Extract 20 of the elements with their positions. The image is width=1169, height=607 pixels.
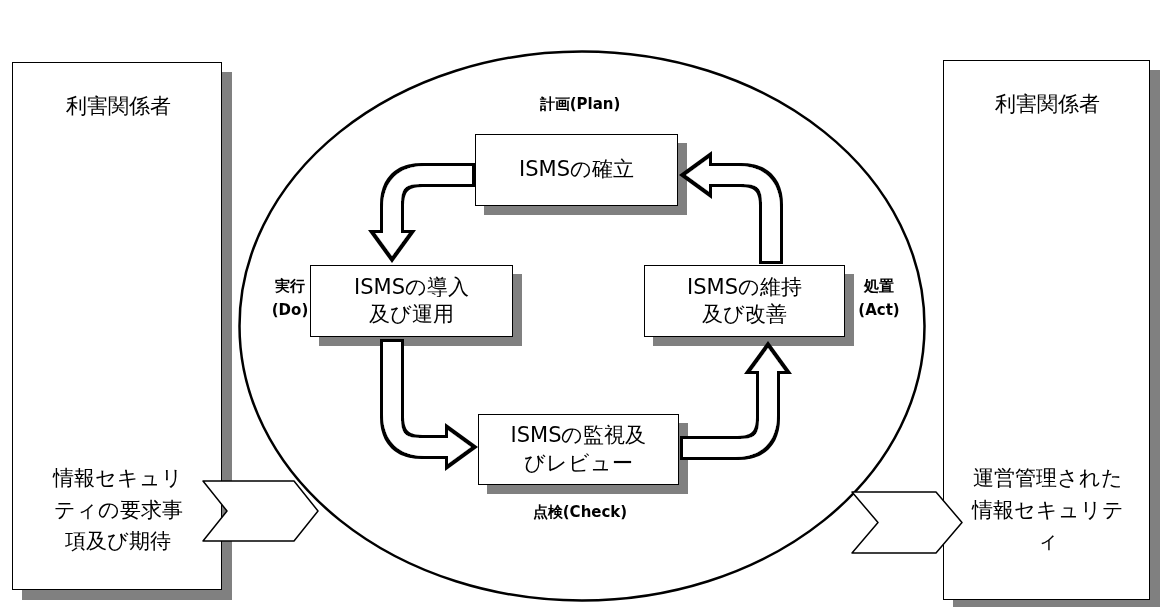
panel-heading: 利害関係者 bbox=[64, 93, 172, 120]
panel-text: 情報セキュリティの要求事項及び期待 bbox=[51, 465, 184, 555]
stakeholder-panel bbox=[943, 60, 1150, 600]
chevron-arrow bbox=[851, 491, 963, 554]
phase-label: 処置(Act) bbox=[857, 276, 901, 321]
process-box: ISMSの監視及びレビュー bbox=[478, 414, 679, 485]
curved-block-arrow bbox=[368, 163, 475, 263]
curved-block-arrow bbox=[680, 341, 792, 460]
stakeholder-panel bbox=[12, 62, 222, 590]
panel-text: 運営管理された情報セキュリティ bbox=[970, 465, 1125, 555]
curved-block-arrow bbox=[679, 151, 783, 264]
phase-label: 計画(Plan) bbox=[538, 94, 622, 115]
process-box: ISMSの確立 bbox=[475, 134, 678, 206]
process-box: ISMSの維持及び改善 bbox=[644, 265, 845, 337]
process-box: ISMSの導入及び運用 bbox=[310, 265, 513, 337]
panel-heading: 利害関係者 bbox=[994, 91, 1101, 118]
phase-label: 点検(Check) bbox=[531, 502, 629, 523]
curved-block-arrow bbox=[380, 339, 478, 471]
phase-label: 実行(Do) bbox=[270, 276, 310, 321]
chevron-arrow bbox=[202, 480, 319, 542]
